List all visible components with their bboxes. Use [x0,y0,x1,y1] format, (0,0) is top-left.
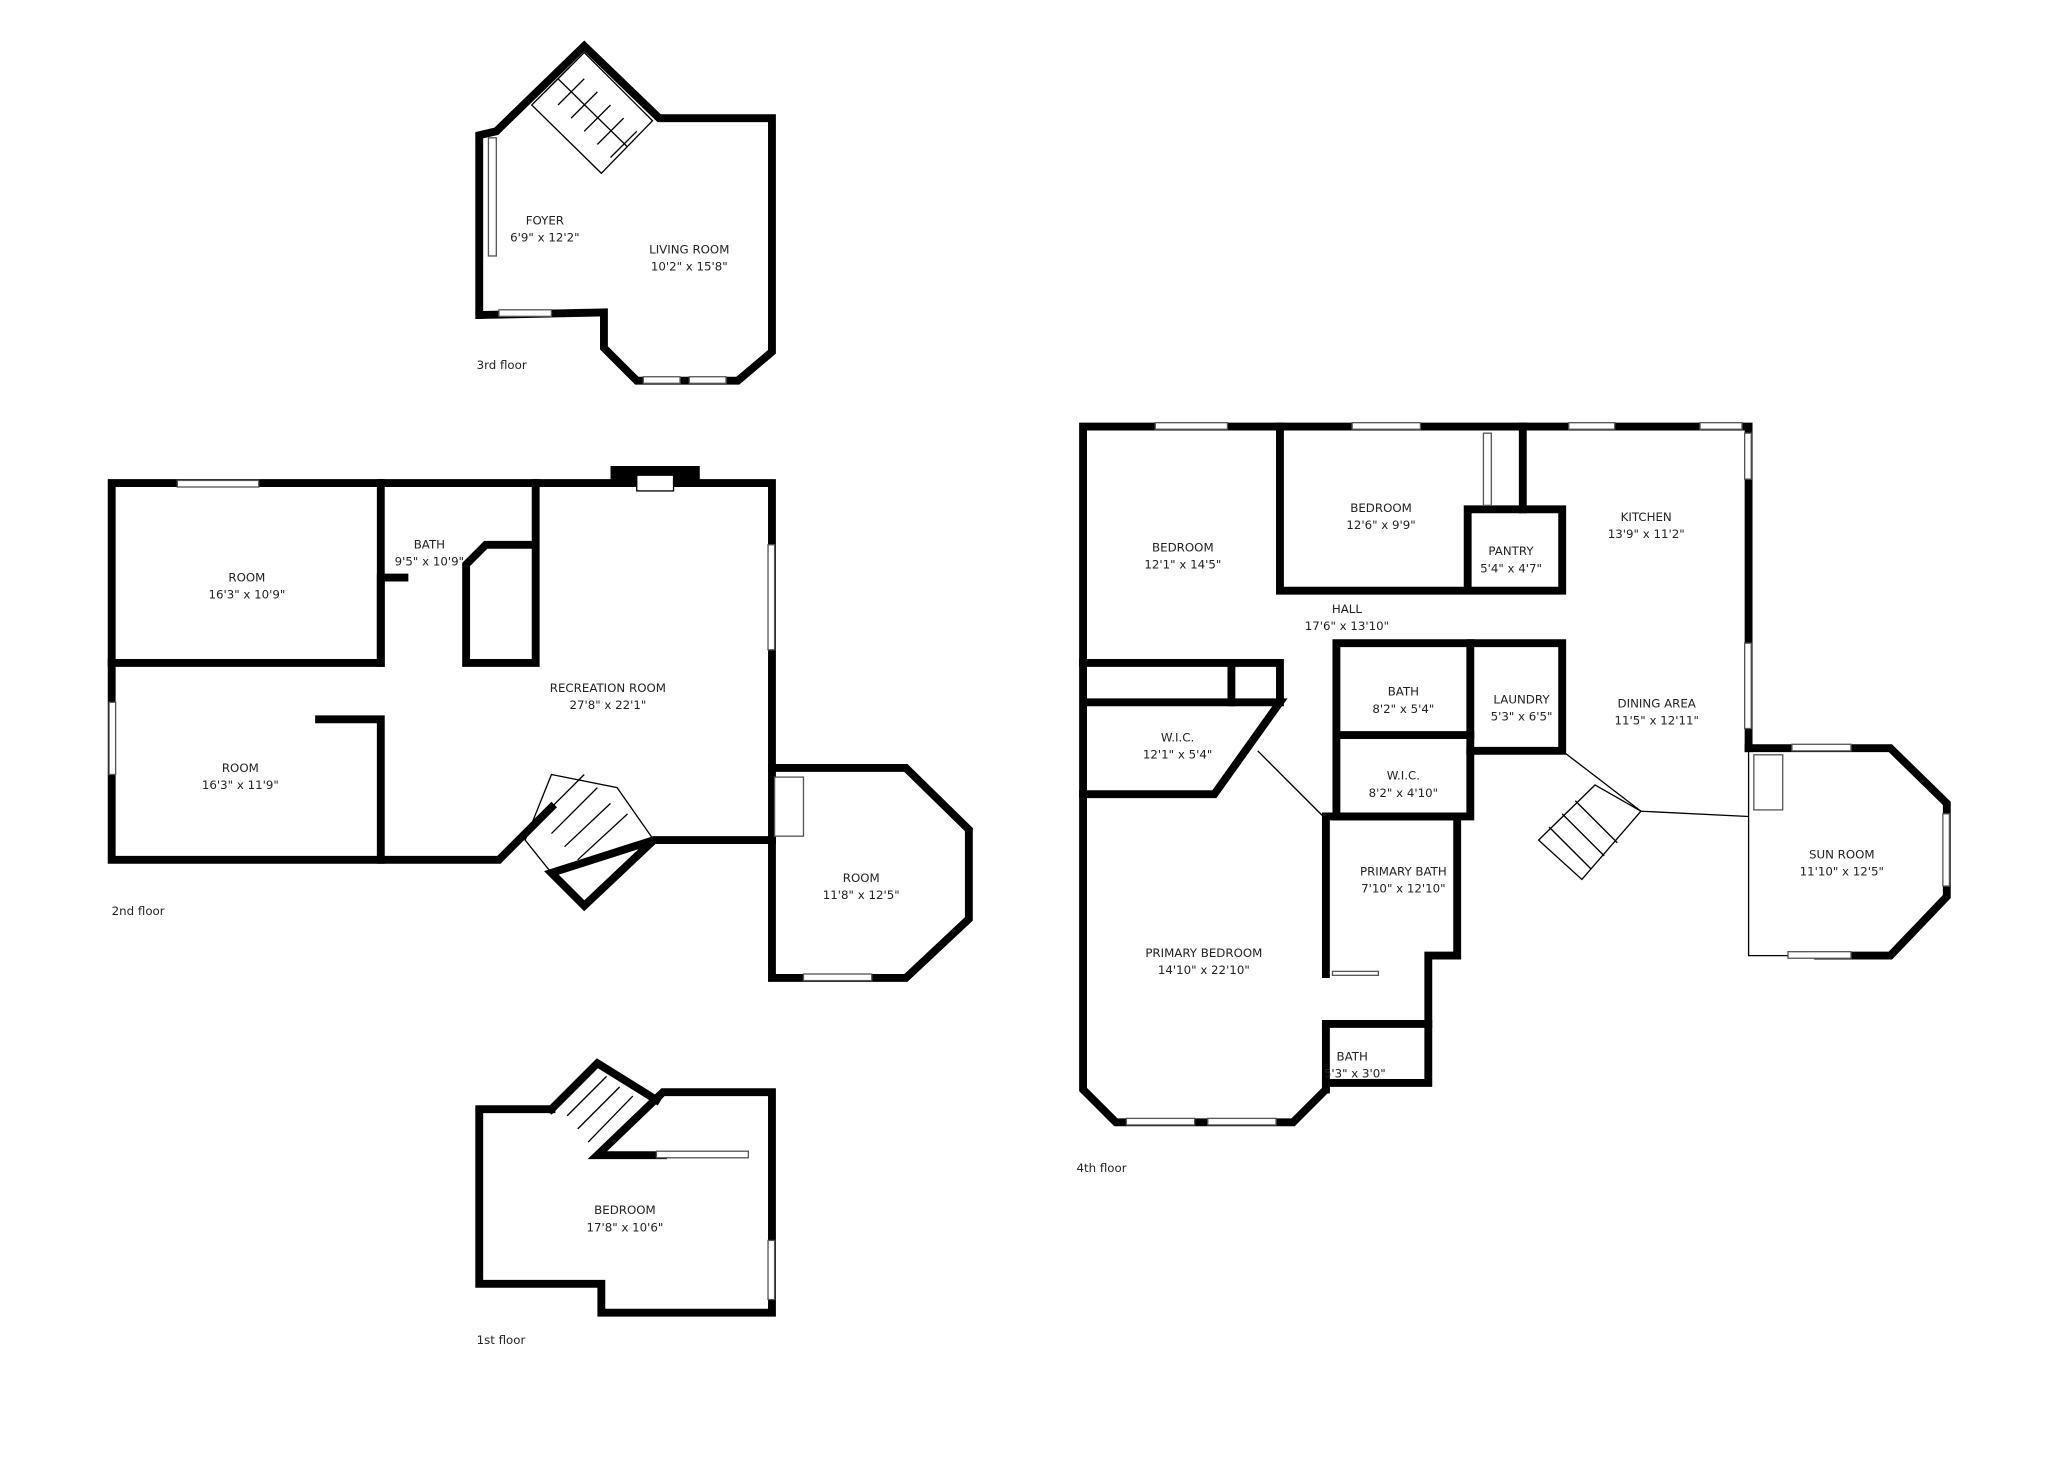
room-dims: 14'10" x 22'10" [1158,963,1250,977]
floor-label: 3rd floor [477,358,527,372]
room-dims: 6'9" x 12'2" [510,231,579,245]
room-name: ROOM [228,571,265,585]
room-name: KITCHEN [1621,510,1672,524]
second-floor-plan: ROOM 16'3" x 10'9" BATH 9'5" x 10'9" REC… [107,465,973,982]
door-opening [1257,750,1324,817]
room-name: BEDROOM [1350,501,1412,515]
room-dims: 16'3" x 11'9" [202,778,279,792]
room-dims: 16'3" x 10'9" [208,588,285,602]
window [176,479,260,488]
room-dims: 7'10" x 12'10" [1361,882,1445,896]
window [642,376,681,384]
room-dims: 11'5" x 12'11" [1615,714,1699,728]
room-dims: 5'4" x 4'7" [1480,561,1542,575]
opening [655,1150,749,1159]
room-dims: 11'10" x 12'5" [1800,865,1884,879]
window [1207,1117,1277,1126]
third-floor-plan: FOYER 6'9" x 12'2" LIVING ROOM 10'2" x 1… [475,40,776,385]
room-dims: 8'2" x 5'4" [1372,702,1434,716]
stairs-landing [1753,754,1784,811]
room-dims: 10'2" x 15'8" [651,259,728,273]
room-dims: 13'9" x 11'2" [1608,527,1685,541]
floor-label: 1st floor [477,1333,526,1347]
first-floor-walls [475,1088,776,1317]
window [1154,422,1229,430]
room-name: ROOM [843,871,880,885]
room-dims: 5'3" x 6'5" [1491,710,1553,724]
room-name: W.I.C. [1387,769,1420,783]
room-dims: 17'6" x 13'10" [1305,619,1389,633]
room-dims: 8'2" x 4'10" [1369,786,1438,800]
room-dims: 5'3" x 3'0" [1324,1067,1386,1081]
room-octagon-walls [768,763,973,982]
window [688,376,727,384]
stairs-icon [566,1075,634,1143]
window [1787,951,1852,959]
room-name: RECREATION ROOM [550,681,666,695]
room-dims: 17'8" x 10'6" [587,1220,664,1234]
window [1568,422,1616,430]
first-floor-plan: BEDROOM 17'8" x 10'6" 1st floor [475,1058,776,1347]
window [1482,432,1492,507]
floor-label: 4th floor [1077,1161,1127,1175]
room-name: DINING AREA [1618,697,1696,711]
room-dims: 12'1" x 5'4" [1143,748,1212,762]
room-dims: 12'1" x 14'5" [1144,557,1221,571]
stairs-icon [530,51,654,175]
room-name: ROOM [222,761,259,775]
window [1791,743,1852,752]
fourth-floor-plan: BEDROOM 12'1" x 14'5" BEDROOM 12'6" x 9'… [1077,422,1951,1175]
room-name: BATH [1337,1050,1368,1064]
room-name: HALL [1332,602,1363,616]
window [1699,422,1743,430]
window [1125,1117,1196,1126]
window [487,137,497,257]
room-dims: 12'6" x 9'9" [1346,518,1415,532]
room-name: FOYER [526,213,564,227]
stairs-icon [524,773,657,912]
room-name: BATH [1388,685,1419,699]
stairs-icon [1537,750,1749,881]
room-name: W.I.C. [1161,731,1194,745]
window [1942,813,1951,887]
room-name: PRIMARY BEDROOM [1145,946,1262,960]
room-dims: 11'8" x 12'5" [823,888,900,902]
room-name: LIVING ROOM [649,242,729,256]
window [108,701,117,776]
room-name: PRIMARY BATH [1360,865,1447,879]
window [1743,642,1752,730]
room-name: BATH [414,538,445,552]
room-name: BEDROOM [1152,540,1214,554]
window [767,1239,776,1301]
room-name: SUN ROOM [1809,847,1875,861]
room-dims: 27'8" x 22'1" [569,698,646,712]
shower [1331,970,1380,976]
room-name: PANTRY [1488,544,1534,558]
room-dims: 9'5" x 10'9" [395,555,464,569]
stairs-landing [773,776,805,837]
window [802,973,873,982]
room-name: BEDROOM [594,1203,656,1217]
floor-label: 2nd floor [112,904,165,918]
window [767,544,776,651]
third-floor-walls [475,40,776,385]
window [1743,432,1752,480]
window [1351,422,1422,430]
window [498,309,553,318]
room-name: LAUNDRY [1493,693,1550,707]
